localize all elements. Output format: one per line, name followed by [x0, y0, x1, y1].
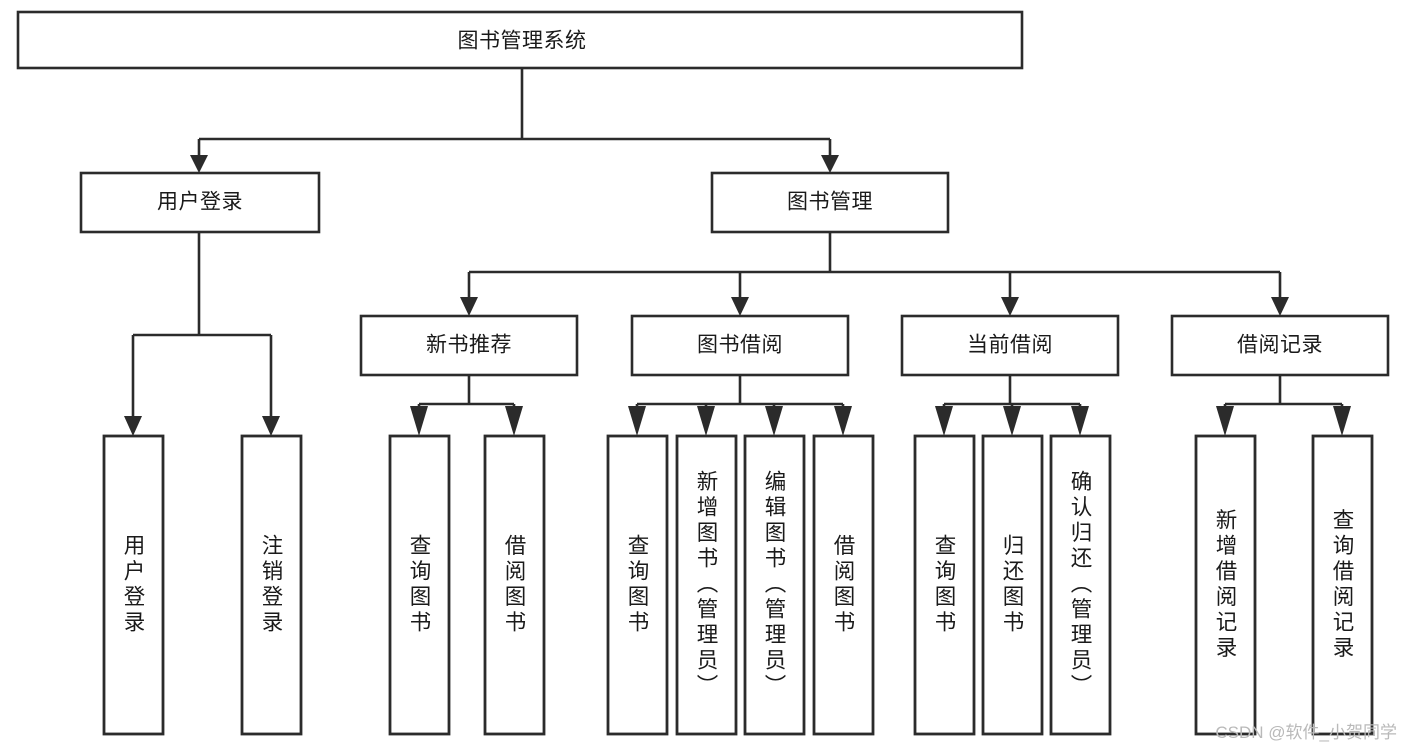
- node-l7-label: 编辑图书（管理员）: [762, 470, 786, 700]
- node-root-label: 图书管理系统: [458, 30, 587, 53]
- node-l9[interactable]: 查询图书: [913, 434, 976, 736]
- arrow-to-l5: [628, 406, 646, 436]
- arrow-to-record: [1271, 297, 1289, 316]
- node-l3-label: 查询图书: [407, 534, 431, 636]
- node-current[interactable]: 当前借阅: [900, 314, 1120, 377]
- node-l6-label: 新增图书（管理员）: [694, 470, 718, 700]
- node-l10-label: 归还图书: [1000, 534, 1024, 636]
- node-l7[interactable]: 编辑图书（管理员）: [743, 434, 806, 736]
- node-l13-label: 查询借阅记录: [1330, 508, 1354, 661]
- watermark: CSDN @软件_小贺同学: [1215, 723, 1397, 742]
- node-root[interactable]: 图书管理系统: [16, 10, 1024, 70]
- arrow-to-l4: [505, 406, 523, 436]
- connectors: [124, 68, 1351, 436]
- node-l2[interactable]: 注销登录: [240, 434, 303, 736]
- node-login-box[interactable]: [79, 171, 321, 234]
- arrow-to-l7: [765, 406, 783, 436]
- node-l2-label: 注销登录: [259, 534, 283, 636]
- node-l1[interactable]: 用户登录: [102, 434, 165, 736]
- node-borrow[interactable]: 图书借阅: [630, 314, 850, 377]
- node-l3-box[interactable]: [388, 434, 451, 736]
- node-l2-box[interactable]: [240, 434, 303, 736]
- node-l1-label: 用户登录: [121, 534, 145, 636]
- node-newbook-box[interactable]: [359, 314, 579, 377]
- node-login[interactable]: 用户登录: [79, 171, 321, 234]
- node-l6-box[interactable]: [675, 434, 738, 736]
- node-l4-box[interactable]: [483, 434, 546, 736]
- arrow-to-l1: [124, 416, 142, 436]
- node-l5[interactable]: 查询图书: [606, 434, 669, 736]
- node-current-box[interactable]: [900, 314, 1120, 377]
- node-l5-box[interactable]: [606, 434, 669, 736]
- arrow-to-login: [190, 155, 208, 173]
- node-borrow-label: 图书借阅: [697, 334, 783, 357]
- arrow-to-bookmgmt: [821, 155, 839, 173]
- node-l11-label: 确认归还（管理员）: [1068, 470, 1092, 700]
- arrow-to-l3: [410, 406, 428, 436]
- arrow-to-newbook: [460, 297, 478, 316]
- node-borrow-box[interactable]: [630, 314, 850, 377]
- node-l4-label: 借阅图书: [502, 534, 526, 636]
- node-newbook-label: 新书推荐: [426, 334, 512, 357]
- node-newbook[interactable]: 新书推荐: [359, 314, 579, 377]
- arrow-to-l12: [1216, 406, 1234, 436]
- node-l1-box[interactable]: [102, 434, 165, 736]
- node-bookmgmt-label: 图书管理: [787, 191, 873, 214]
- node-record-label: 借阅记录: [1237, 334, 1323, 357]
- node-l8-box[interactable]: [812, 434, 875, 736]
- node-record-box[interactable]: [1170, 314, 1390, 377]
- node-l4[interactable]: 借阅图书: [483, 434, 546, 736]
- arrow-to-l2: [262, 416, 280, 436]
- arrow-to-l6: [697, 406, 715, 436]
- arrow-to-l11: [1071, 406, 1089, 436]
- node-bookmgmt-box[interactable]: [710, 171, 950, 234]
- node-l12-label: 新增借阅记录: [1213, 508, 1237, 661]
- node-l9-label: 查询图书: [932, 534, 956, 636]
- arrow-to-l8: [834, 406, 852, 436]
- node-root-box[interactable]: [16, 10, 1024, 70]
- node-l5-label: 查询图书: [625, 534, 649, 636]
- node-l11-box[interactable]: [1049, 434, 1112, 736]
- node-record[interactable]: 借阅记录: [1170, 314, 1390, 377]
- node-l8-label: 借阅图书: [831, 534, 855, 636]
- node-l3[interactable]: 查询图书: [388, 434, 451, 736]
- node-bookmgmt[interactable]: 图书管理: [710, 171, 950, 234]
- node-l8[interactable]: 借阅图书: [812, 434, 875, 736]
- arrow-to-l10: [1003, 406, 1021, 436]
- node-l6[interactable]: 新增图书（管理员）: [675, 434, 738, 736]
- arrow-to-current: [1001, 297, 1019, 316]
- node-l10-box[interactable]: [981, 434, 1044, 736]
- node-l7-box[interactable]: [743, 434, 806, 736]
- arrow-to-l9: [935, 406, 953, 436]
- arrow-to-borrow: [731, 297, 749, 316]
- node-current-label: 当前借阅: [967, 334, 1053, 357]
- node-l12[interactable]: 新增借阅记录: [1194, 434, 1257, 736]
- node-l13-box[interactable]: [1311, 434, 1374, 736]
- node-l9-box[interactable]: [913, 434, 976, 736]
- node-l11[interactable]: 确认归还（管理员）: [1049, 434, 1112, 736]
- node-l10[interactable]: 归还图书: [981, 434, 1044, 736]
- node-l13[interactable]: 查询借阅记录: [1311, 434, 1374, 736]
- arrow-to-l13: [1333, 406, 1351, 436]
- node-l12-box[interactable]: [1194, 434, 1257, 736]
- node-login-label: 用户登录: [157, 191, 243, 214]
